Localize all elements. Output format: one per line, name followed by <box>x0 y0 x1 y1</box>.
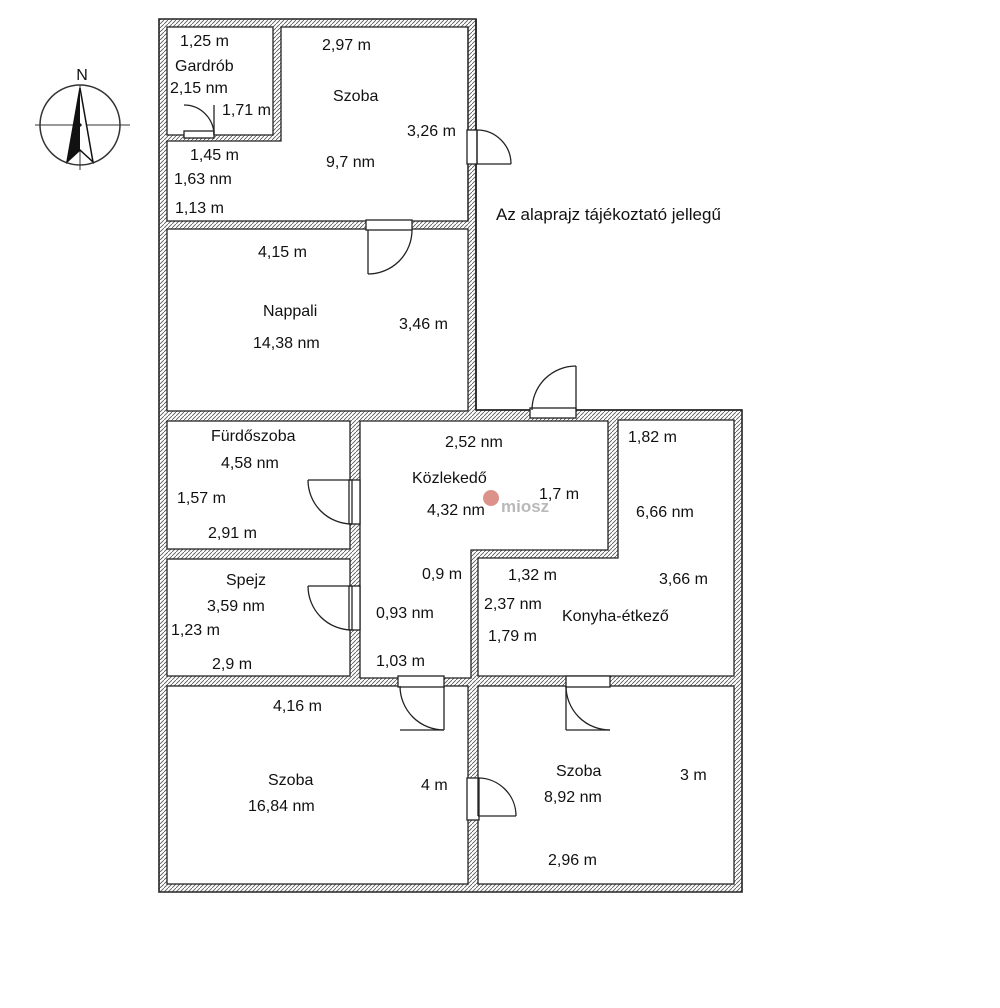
konyha-dim-2: 3,66 m <box>659 571 708 588</box>
compass-icon: N <box>35 67 130 170</box>
doors <box>183 104 611 821</box>
szoba-bl-area: 16,84 nm <box>248 798 315 815</box>
door-entrance <box>529 365 577 419</box>
furdoszoba-name: Fürdőszoba <box>211 428 296 445</box>
plan-note: Az alaprajz tájékoztató jellegű <box>496 205 721 224</box>
watermark: miosz <box>483 490 549 516</box>
gardrob-dim-height: 1,71 m <box>222 102 271 119</box>
spejz-area: 3,59 nm <box>207 598 265 615</box>
walls <box>158 18 747 893</box>
konyha-dim-1: 1,82 m <box>628 429 677 446</box>
szoba-bl-dim-width: 4,16 m <box>273 698 322 715</box>
szoba-top-dim-height: 3,26 m <box>407 123 456 140</box>
szoba-top-area: 9,7 nm <box>326 154 375 171</box>
szoba-bl-name: Szoba <box>268 772 313 789</box>
furdoszoba-dim-height: 1,57 m <box>177 490 226 507</box>
szoba-bl-dim-height: 4 m <box>421 777 448 794</box>
door-between-bottom-rooms <box>466 777 517 821</box>
kozlekedo-dim-1: 2,52 nm <box>445 434 503 451</box>
kozlekedo-dim-4: 0,93 nm <box>376 605 434 622</box>
konyha-dim-5: 1,79 m <box>488 628 537 645</box>
door-nappali <box>365 219 413 275</box>
watermark-text: miosz <box>501 497 549 516</box>
kozlekedo-dim-5: 1,03 m <box>376 653 425 670</box>
door-szoba-br <box>565 675 611 731</box>
szoba-br-dim-width: 2,96 m <box>548 852 597 869</box>
konyha-dim-4: 2,37 nm <box>484 596 542 613</box>
door-gardrob <box>183 104 215 139</box>
gardrob-name: Gardrób <box>175 58 234 75</box>
furdoszoba-area: 4,58 nm <box>221 455 279 472</box>
spejz-dim-height: 1,23 m <box>171 622 220 639</box>
nappali-name: Nappali <box>263 303 317 320</box>
kozlekedo-area: 4,32 nm <box>427 502 485 519</box>
spejz-name: Spejz <box>226 572 266 589</box>
konyha-dim-3: 1,32 m <box>508 567 557 584</box>
kozlekedo-name: Közlekedő <box>412 470 487 487</box>
kozlekedo-dim-2: 1,7 m <box>539 486 579 503</box>
szoba-top-dim-3: 1,13 m <box>175 200 224 217</box>
konyha-area: 6,66 nm <box>636 504 694 521</box>
szoba-top-name: Szoba <box>333 88 378 105</box>
konyha-name: Konyha-étkező <box>562 608 669 625</box>
compass-north-label: N <box>76 67 88 84</box>
szoba-top-dim-width: 2,97 m <box>322 37 371 54</box>
gardrob-dim-width: 1,25 m <box>180 33 229 50</box>
gardrob-area: 2,15 nm <box>170 80 228 97</box>
furdoszoba-dim-width: 2,91 m <box>208 525 257 542</box>
szoba-br-dim-height: 3 m <box>680 767 707 784</box>
szoba-top-dim-1: 1,45 m <box>190 147 239 164</box>
nappali-dim-width: 4,15 m <box>258 244 307 261</box>
door-spejz <box>307 585 361 631</box>
szoba-top-dim-2: 1,63 nm <box>174 171 232 188</box>
door-furdoszoba <box>307 479 361 525</box>
nappali-dim-height: 3,46 m <box>399 316 448 333</box>
szoba-br-area: 8,92 nm <box>544 789 602 806</box>
door-szoba-bl <box>397 675 445 731</box>
szoba-br-name: Szoba <box>556 763 601 780</box>
nappali-area: 14,38 nm <box>253 335 320 352</box>
kozlekedo-dim-3: 0,9 m <box>422 566 462 583</box>
spejz-dim-width: 2,9 m <box>212 656 252 673</box>
door-szoba-top <box>466 129 512 165</box>
